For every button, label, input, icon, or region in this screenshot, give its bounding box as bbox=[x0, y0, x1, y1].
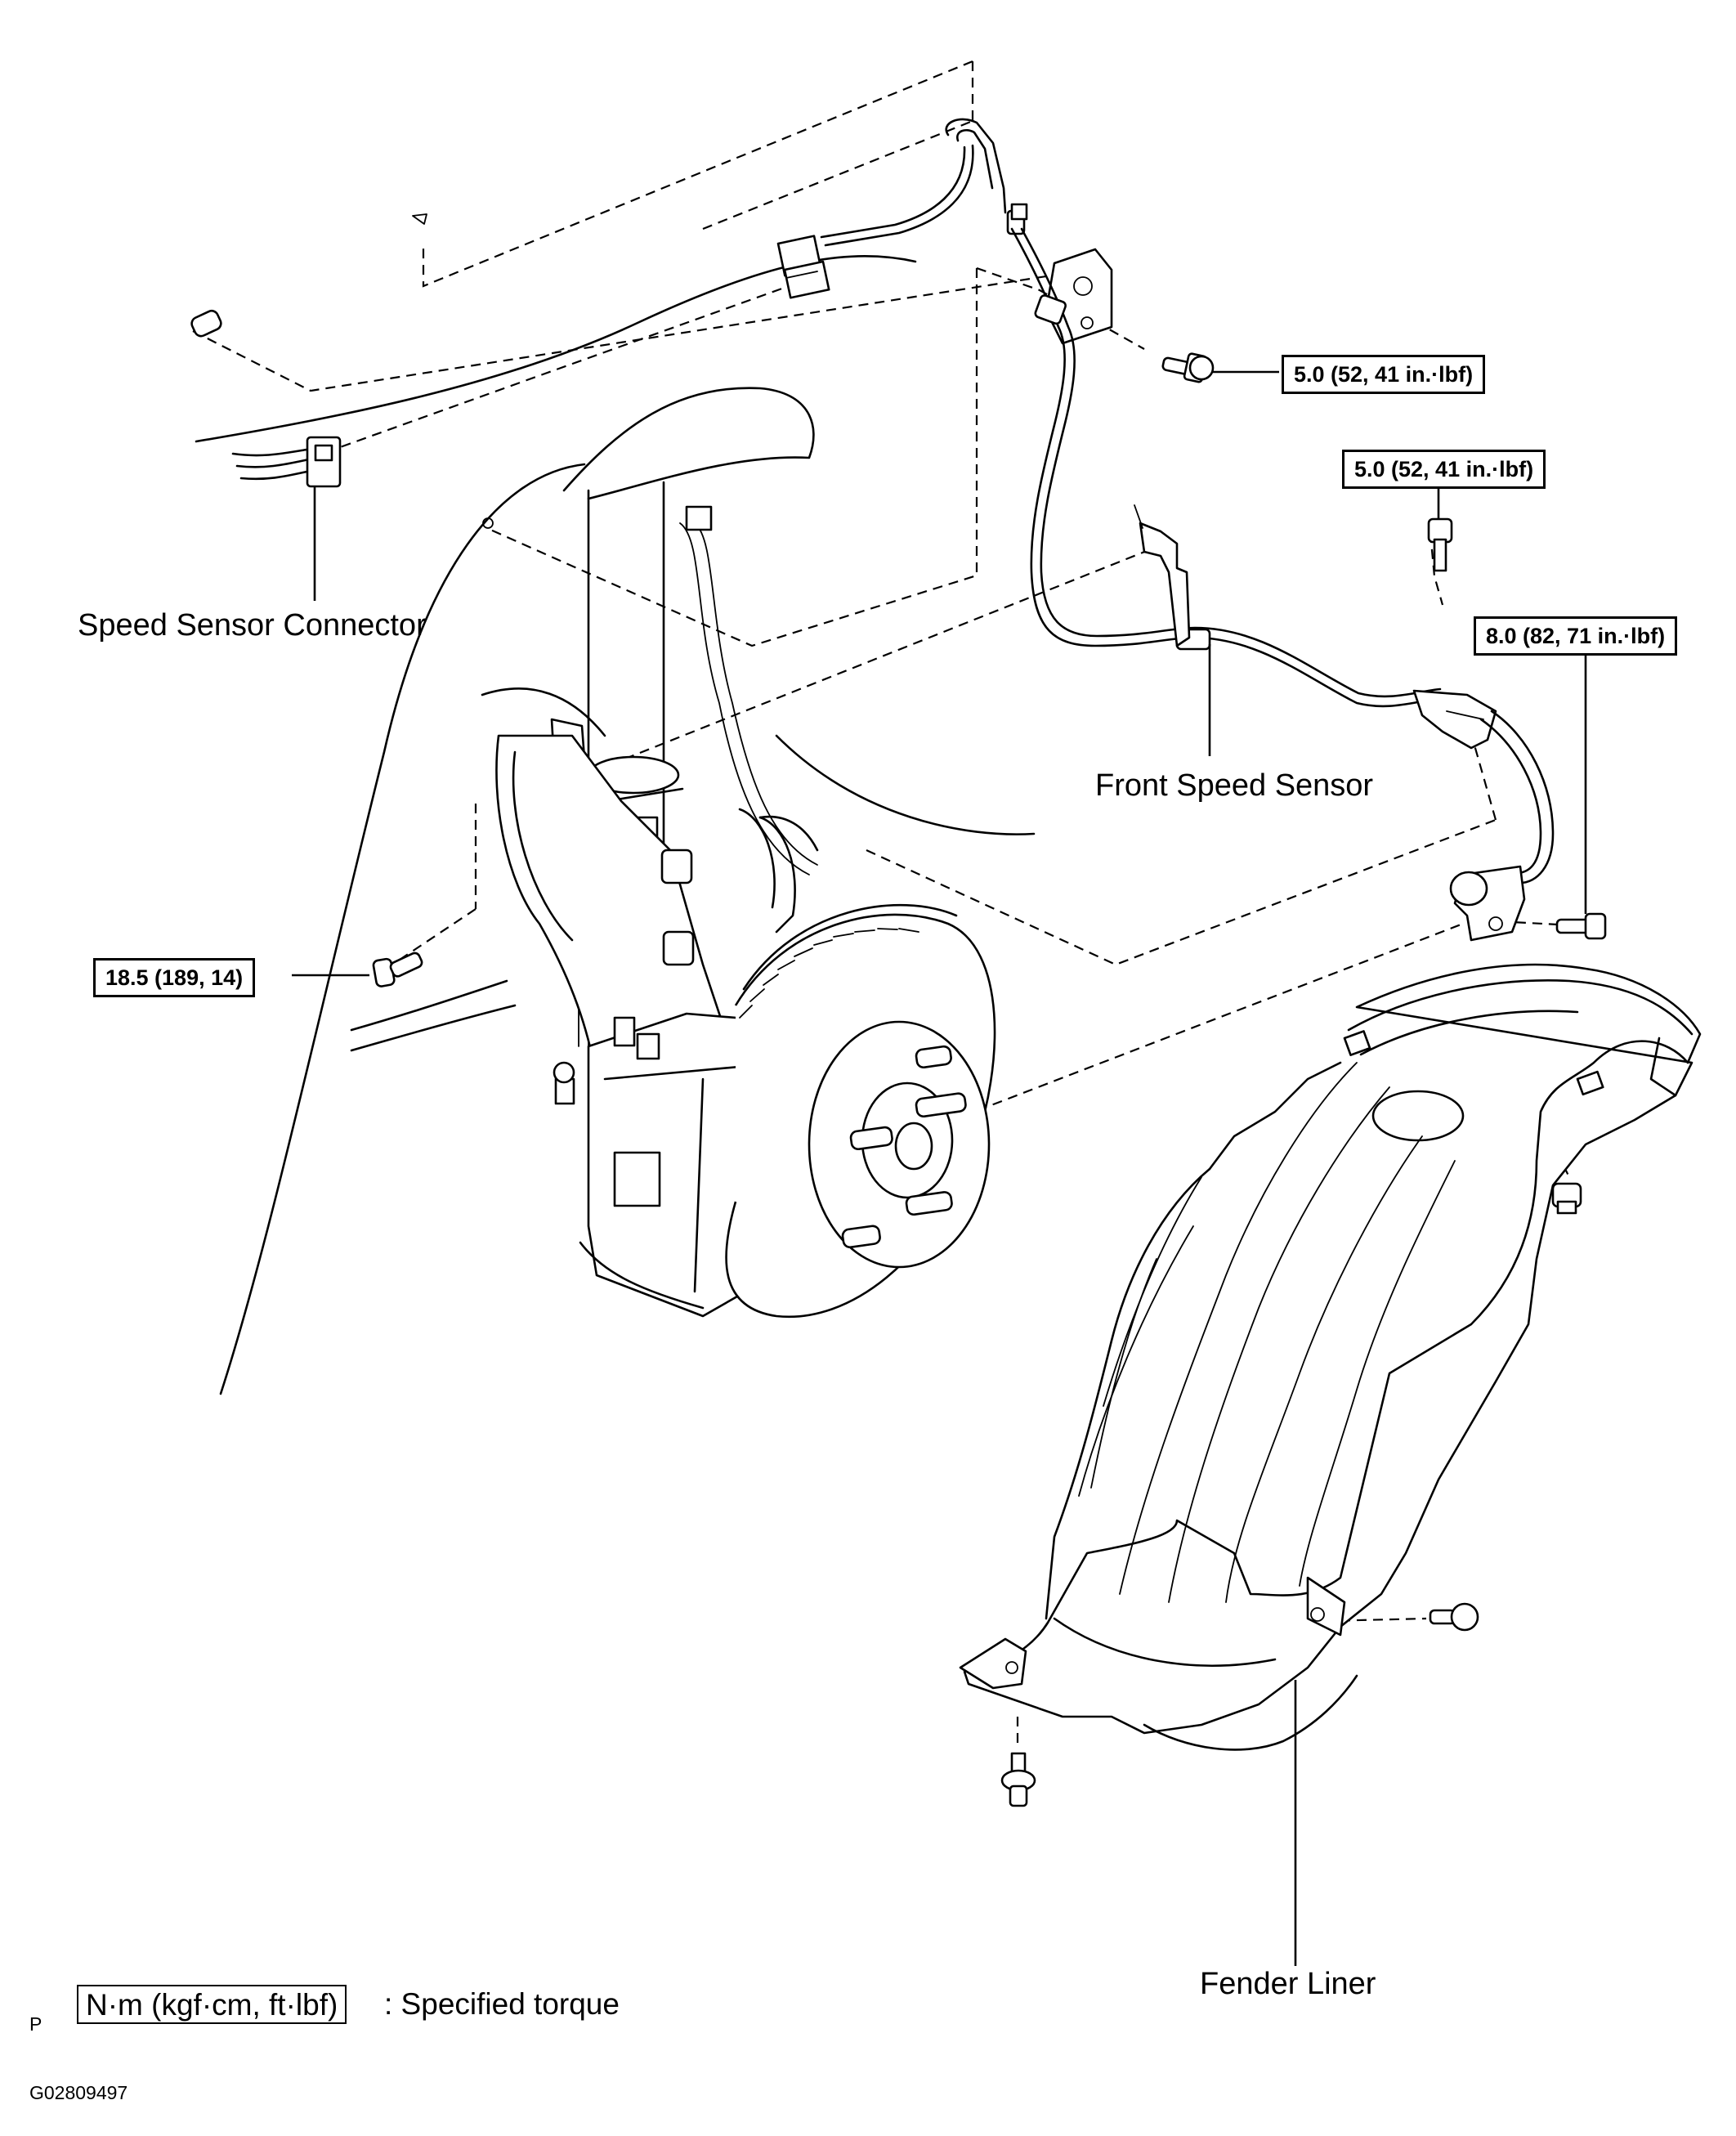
page-marker: P bbox=[29, 2013, 43, 2035]
clip-liner-upper bbox=[1551, 1182, 1582, 1215]
torque-sensor-bolt: 8.0 (82, 71 in.·lbf) bbox=[1474, 616, 1678, 656]
bolt-sensor bbox=[1555, 912, 1607, 940]
body-harness-connector bbox=[190, 213, 494, 529]
torque-bracket-bolt: 5.0 (52, 41 in.·lbf) bbox=[1342, 450, 1546, 489]
bolt-clamp-upper bbox=[1161, 352, 1215, 383]
label-front-speed-sensor: Front Speed Sensor bbox=[1095, 768, 1374, 803]
bolt-liner-right bbox=[1429, 1602, 1479, 1632]
torque-clamp-bolt-upper: 5.0 (52, 41 in.·lbf) bbox=[1282, 355, 1486, 394]
legend-unit-box: N·m (kgf·cm, ft·lbf) bbox=[77, 1985, 347, 2024]
label-fender-liner: Fender Liner bbox=[1200, 1967, 1376, 2001]
leader-lines bbox=[292, 370, 1587, 1966]
assembly-guide-lines bbox=[192, 60, 1574, 1749]
bolt-bracket bbox=[1427, 517, 1453, 572]
figure-id: G02809497 bbox=[29, 2082, 128, 2103]
fasteners bbox=[372, 352, 1607, 1807]
front-speed-sensor-harness bbox=[776, 118, 1555, 942]
label-speed-sensor-connector: Speed Sensor Connector bbox=[78, 608, 427, 643]
legend-description: : Specified torque bbox=[384, 1987, 620, 2021]
bolt-brake-hose bbox=[372, 952, 423, 987]
bolt-liner-bottom bbox=[1000, 1752, 1036, 1807]
fender-liner-part bbox=[959, 963, 1702, 1751]
torque-brake-hose-bolt: 18.5 (189, 14) bbox=[93, 958, 256, 997]
suspension-and-brake-assembly bbox=[195, 255, 1036, 1395]
